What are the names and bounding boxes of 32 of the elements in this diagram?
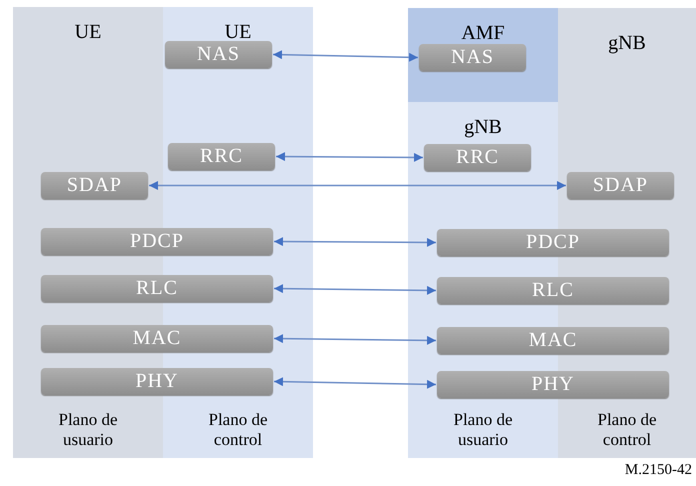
layer-box: PDCP (41, 228, 273, 255)
column-heading: AMF (461, 22, 505, 45)
plane-label: Plano de control (596, 410, 658, 450)
arrow (274, 284, 436, 295)
column-heading: gNB (608, 32, 646, 55)
arrow (274, 334, 436, 345)
column-heading: gNB (464, 116, 502, 139)
figure-number: M.2150-42 (624, 462, 692, 479)
arrow (274, 377, 436, 389)
layer-box: NAS (419, 44, 526, 71)
column-heading: UE (224, 21, 252, 44)
arrow (272, 50, 418, 62)
layer-box: PDCP (437, 229, 669, 256)
layer-box: MAC (437, 327, 669, 354)
arrow (276, 152, 423, 162)
layer-box: SDAP (41, 172, 148, 199)
layer-box: NAS (165, 41, 272, 68)
layer-box: SDAP (567, 172, 674, 199)
layer-box: MAC (41, 325, 273, 352)
plane-label: Plano de usuario (57, 410, 119, 450)
layer-box: RRC (424, 144, 531, 171)
arrow (149, 181, 566, 190)
column-heading: UE (74, 21, 102, 44)
layer-box: PHY (437, 371, 669, 398)
layer-box: PHY (41, 368, 273, 395)
plane-label: Plano de control (207, 410, 269, 450)
layer-box: RRC (168, 143, 275, 170)
column-panel (408, 8, 558, 102)
arrow (274, 237, 436, 247)
layer-box: RLC (437, 277, 669, 304)
plane-label: Plano de usuario (452, 410, 514, 450)
layer-box: RLC (41, 275, 273, 302)
